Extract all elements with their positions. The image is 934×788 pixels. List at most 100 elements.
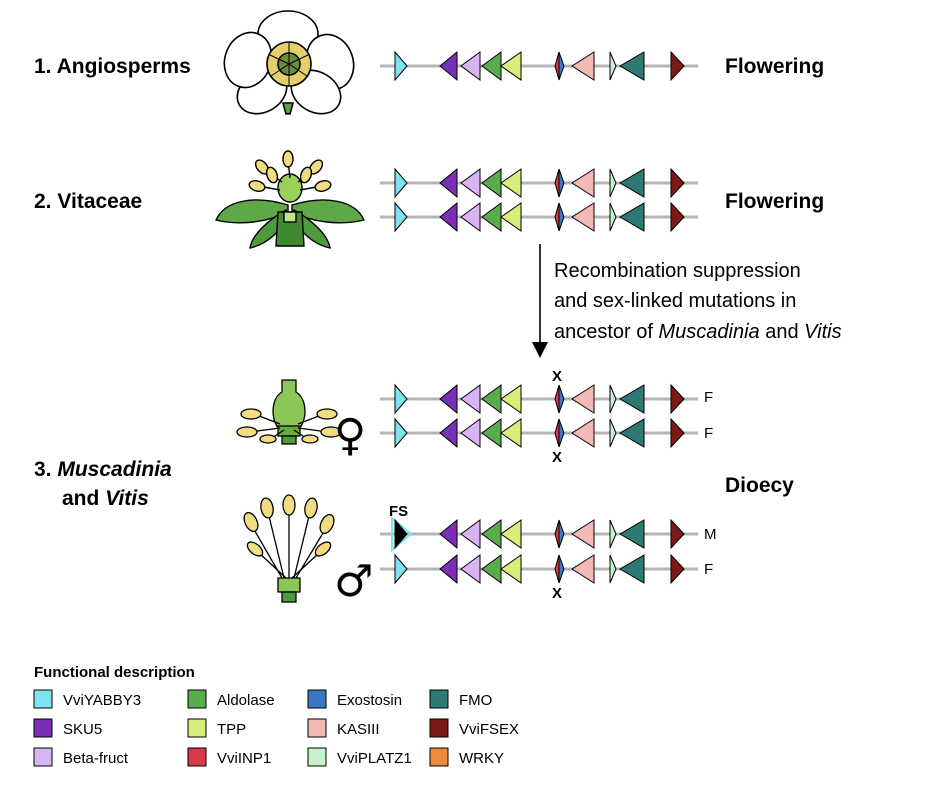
gene-vviyabby3-icon — [394, 417, 408, 449]
row3-trait: Dioecy — [725, 474, 794, 497]
gene-vviyabby3-icon — [394, 201, 408, 233]
legend-item: SKU5 — [33, 718, 102, 738]
gene-fmo-icon — [619, 168, 645, 198]
legend-item: VviINP1 — [187, 747, 271, 767]
legend-swatch — [429, 718, 449, 738]
gene-vviplatz1-icon — [609, 168, 617, 198]
gene-beta-fruct-icon — [460, 168, 481, 198]
gene-exostosin-icon — [558, 418, 565, 448]
angiosperm-flower-icon — [223, 10, 355, 115]
gene-exostosin-icon — [558, 202, 565, 232]
gene-vvifsex-icon — [670, 518, 685, 550]
gene-kasiii-icon — [571, 51, 595, 81]
gene-aldolase-icon — [481, 418, 502, 448]
gene-aldolase-icon — [481, 554, 502, 584]
gene-kasiii-icon — [571, 384, 595, 414]
gene-vvifsex-icon — [670, 553, 685, 585]
legend-label: TPP — [217, 721, 246, 738]
legend-swatch — [187, 689, 207, 709]
gene-vviinp1-icon — [554, 202, 560, 232]
gene-vviinp1-icon — [554, 519, 560, 549]
arrow-note-line3: ancestor of Muscadinia and Vitis — [554, 321, 842, 343]
gene-vviplatz1-icon — [609, 384, 617, 414]
gene-beta-fruct-icon — [460, 418, 481, 448]
legend-label: VviPLATZ1 — [337, 750, 412, 767]
fs-variant-outline — [391, 515, 413, 553]
female-flower-icon — [236, 379, 342, 445]
chromosome-track — [380, 417, 698, 449]
gene-sku5-icon — [439, 201, 458, 233]
gene-aldolase-icon — [481, 168, 502, 198]
legend-label: VviYABBY3 — [63, 692, 141, 709]
gene-vvifsex-icon — [670, 50, 685, 82]
gene-tpp-icon — [500, 384, 522, 414]
gene-vviyabby3-icon — [394, 518, 408, 550]
legend-title: Functional description — [34, 664, 195, 681]
recombination-x-mark: X — [552, 449, 562, 466]
vitaceae-flower-icon — [215, 150, 365, 249]
arrow-note-line2: and sex-linked mutations in — [554, 290, 796, 312]
chromosome-track — [380, 167, 698, 199]
gene-kasiii-icon — [571, 202, 595, 232]
gene-beta-fruct-icon — [460, 519, 481, 549]
chromosome-tag-f: F — [704, 561, 713, 578]
gene-vviinp1-icon — [554, 168, 560, 198]
gene-aldolase-icon — [481, 384, 502, 414]
legend-label: KASIII — [337, 721, 380, 738]
gene-vviinp1-icon — [554, 51, 560, 81]
chromosome-track — [380, 50, 698, 82]
legend-label: WRKY — [459, 750, 504, 767]
gene-beta-fruct-icon — [460, 554, 481, 584]
gene-tpp-icon — [500, 519, 522, 549]
gene-fmo-icon — [619, 554, 645, 584]
legend-item: WRKY — [429, 747, 504, 767]
gene-beta-fruct-icon — [460, 51, 481, 81]
legend-item: Aldolase — [187, 689, 275, 709]
gene-sku5-icon — [439, 518, 458, 550]
row1-label: 1. Angiosperms — [34, 55, 191, 78]
legend-swatch — [307, 747, 327, 767]
legend-swatch — [429, 747, 449, 767]
legend-label: VviFSEX — [459, 721, 519, 738]
legend-item: Exostosin — [307, 689, 402, 709]
gene-tpp-icon — [500, 554, 522, 584]
recombination-x-mark: X — [552, 585, 562, 602]
gene-sku5-icon — [439, 167, 458, 199]
legend-item: KASIII — [307, 718, 380, 738]
gene-kasiii-icon — [571, 168, 595, 198]
gene-tpp-icon — [500, 202, 522, 232]
legend-item: VviFSEX — [429, 718, 519, 738]
gene-vviplatz1-icon — [609, 51, 617, 81]
male-flower-icon — [243, 494, 335, 603]
gene-vviyabby3-icon — [394, 50, 408, 82]
gene-vvifsex-icon — [670, 167, 685, 199]
gene-exostosin-icon — [558, 519, 565, 549]
gene-beta-fruct-icon — [460, 384, 481, 414]
legend-swatch — [33, 689, 53, 709]
legend-item: TPP — [187, 718, 246, 738]
legend-swatch — [307, 718, 327, 738]
gene-vviplatz1-icon — [609, 519, 617, 549]
chromosome-track — [380, 383, 698, 415]
gene-fmo-icon — [619, 519, 645, 549]
gene-vvifsex-icon — [670, 383, 685, 415]
gene-vviyabby3-icon — [394, 167, 408, 199]
chromosome-track — [380, 201, 698, 233]
chromosome-tag-f: F — [704, 389, 713, 406]
legend-swatch — [429, 689, 449, 709]
gene-kasiii-icon — [571, 519, 595, 549]
row3-label-line2: and Vitis — [62, 487, 149, 510]
gene-fmo-icon — [619, 202, 645, 232]
gene-tracks — [380, 50, 698, 585]
gene-aldolase-icon — [481, 519, 502, 549]
legend-label: VviINP1 — [217, 750, 271, 767]
gene-vviplatz1-icon — [609, 418, 617, 448]
legend-swatch — [33, 747, 53, 767]
gene-vviinp1-icon — [554, 418, 560, 448]
chromosome-track — [380, 553, 698, 585]
gene-tpp-icon — [500, 168, 522, 198]
gene-tpp-icon — [500, 51, 522, 81]
gene-sku5-icon — [439, 417, 458, 449]
fs-label: FS — [389, 503, 408, 520]
